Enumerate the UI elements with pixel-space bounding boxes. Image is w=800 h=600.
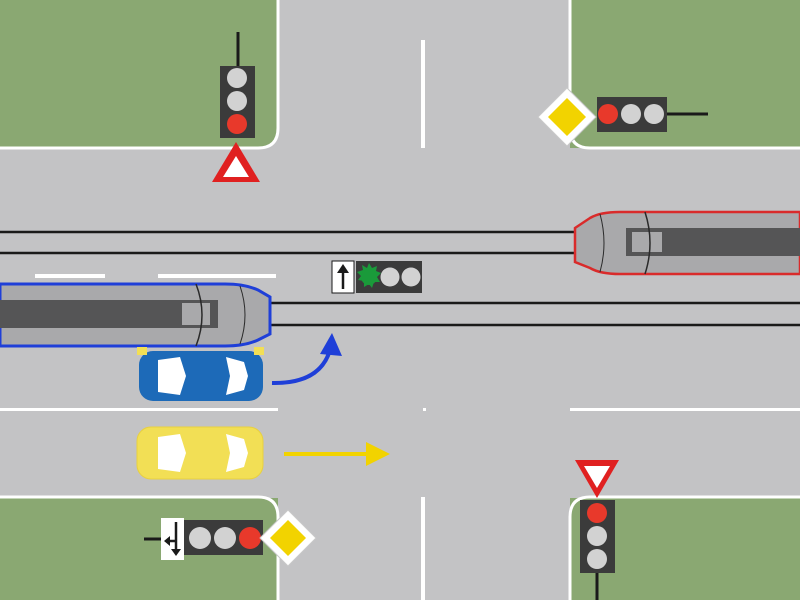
tram-traffic-light (356, 261, 422, 293)
traffic-light-north-east (597, 97, 708, 132)
left-turn-arrow-plate (144, 518, 184, 560)
blue-arrow (271, 333, 342, 386)
yellow-arrow (284, 442, 390, 466)
traffic-light-south-east (580, 500, 615, 600)
blue-tram (0, 282, 272, 348)
traffic-light-north-west (220, 32, 255, 138)
yield-sign-south-east (575, 460, 619, 498)
priority-road-sign-north-east (537, 87, 597, 147)
yellow-car (136, 426, 264, 480)
blue-car (137, 347, 264, 401)
lane-markings (0, 40, 800, 600)
yield-sign-north-west (212, 142, 260, 182)
traffic-light-south-west (184, 520, 263, 555)
red-tram (573, 210, 800, 276)
priority-road-sign-south-west (259, 509, 317, 567)
straight-arrow-plate (331, 260, 355, 294)
green-light (357, 263, 381, 288)
